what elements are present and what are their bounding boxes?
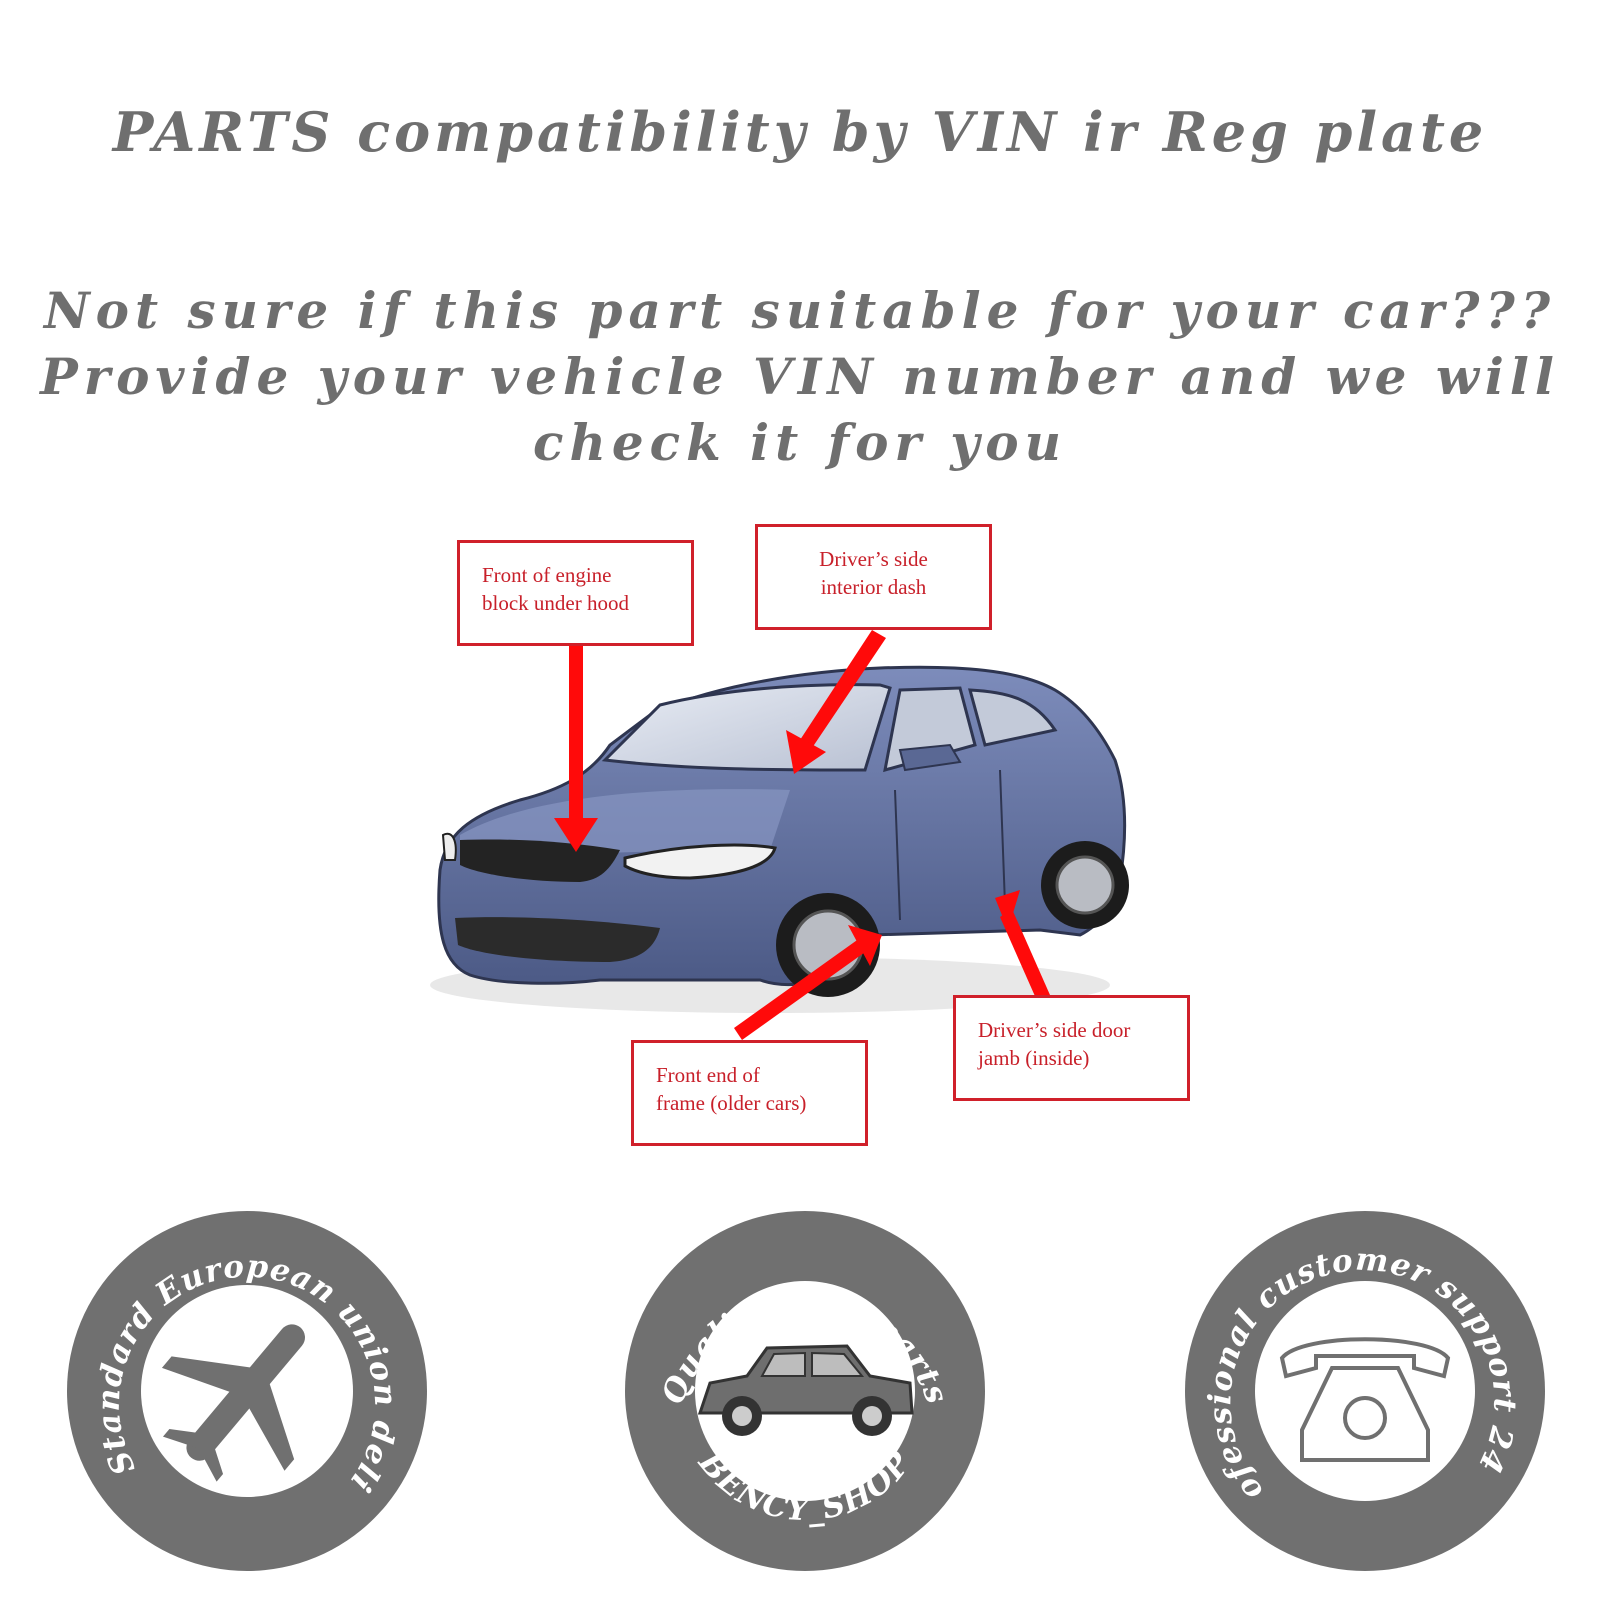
callout-interior-dash: Driver’s side interior dash [755, 524, 992, 630]
callout-dash-line-2: interior dash [820, 575, 927, 599]
car-icon [697, 1344, 914, 1436]
callout-door-line-1: Driver’s side door [978, 1018, 1131, 1042]
telephone-icon [1279, 1337, 1451, 1462]
badge-quality-parts: Quality auto parts BENCY_SHOP [622, 1208, 988, 1574]
callout-door-jamb: Driver’s side door jamb (inside) [953, 995, 1190, 1101]
callout-door-line-2: jamb (inside) [978, 1046, 1090, 1070]
message-line-1: Not sure if this part suitable for your … [43, 281, 1557, 340]
badge-customer-support: Professional customer support 24/7 [1182, 1208, 1548, 1574]
callout-frame-line-1: Front end of [656, 1063, 760, 1087]
badge-free-delivery: Free Standard European union delivery [64, 1208, 430, 1574]
car-illustration [430, 665, 1129, 1013]
vin-location-arrows [554, 630, 1050, 1040]
callout-engine-block: Front of engine block under hood [457, 540, 694, 646]
page-title: PARTS compatibility by VIN ir Reg plate [112, 100, 1488, 164]
message-line-2: Provide your vehicle VIN number and we w… [40, 347, 1560, 406]
callout-front-frame: Front end of frame (older cars) [631, 1040, 868, 1146]
callout-engine-line-2: block under hood [482, 591, 629, 615]
message-line-3: check it for you [533, 413, 1067, 472]
vin-check-message: Not sure if this part suitable for your … [0, 278, 1600, 476]
callout-frame-line-2: frame (older cars) [656, 1091, 807, 1115]
callout-engine-line-1: Front of engine [482, 563, 612, 587]
airplane-icon [161, 1324, 305, 1482]
callout-dash-line-1: Driver’s side [819, 547, 928, 571]
